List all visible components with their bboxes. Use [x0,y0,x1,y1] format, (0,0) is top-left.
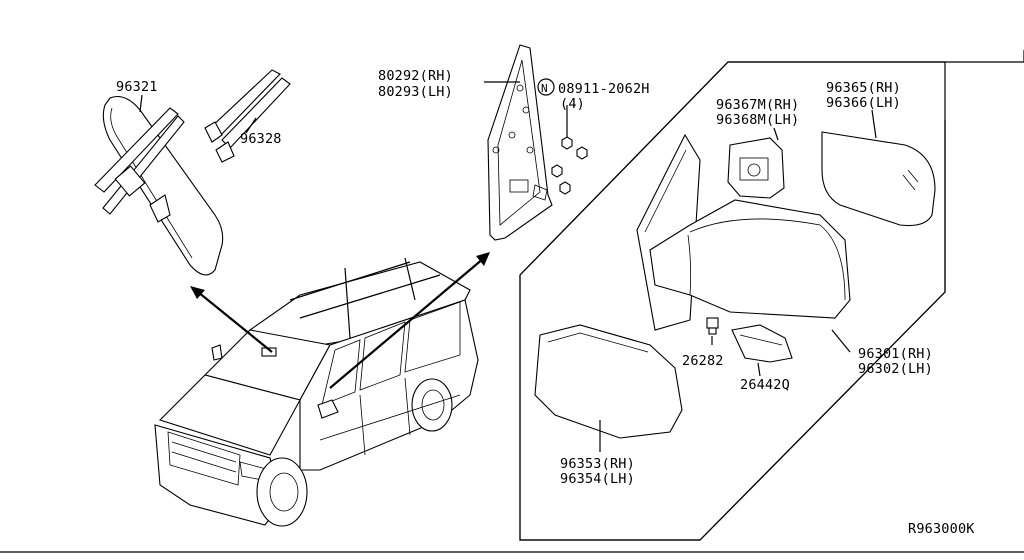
label-96367: 96367M(RH) [716,97,799,113]
screw [706,317,719,345]
vehicle-illustration [154,257,479,527]
label-96366: 96366(LH) [826,95,901,111]
label-nut-symbol: N [541,82,548,95]
label-96302: 96302(LH) [858,361,933,377]
mirror-cover-bracket [204,69,291,163]
label-08911-qty: (4) [560,96,585,112]
label-80292: 80292(RH) [378,68,453,84]
nut-symbol-circle [537,78,555,96]
label-96321: 96321 [116,79,158,95]
label-26442: 26442Q [740,377,790,393]
label-96328: 96328 [240,131,282,147]
label-96365: 96365(RH) [826,80,901,96]
label-96368: 96368M(LH) [716,112,799,128]
callout-arrows [190,252,490,389]
mirror-base-plate [484,44,553,241]
mirror-cover [534,324,683,452]
label-80293: 80293(LH) [378,84,453,100]
mirror-glass [821,109,936,227]
label-96353: 96353(RH) [560,456,635,472]
reference-code: R963000K [908,521,975,537]
label-96301: 96301(RH) [858,346,933,362]
mirror-actuator [727,127,785,199]
label-08911: 08911-2062H [558,81,650,97]
nuts [551,105,588,195]
label-96354: 96354(LH) [560,471,635,487]
inside-mirror-assembly [94,94,224,276]
turn-signal-lamp [731,324,793,377]
door-mirror-assembly [636,133,851,353]
label-26282: 26282 [682,353,724,369]
